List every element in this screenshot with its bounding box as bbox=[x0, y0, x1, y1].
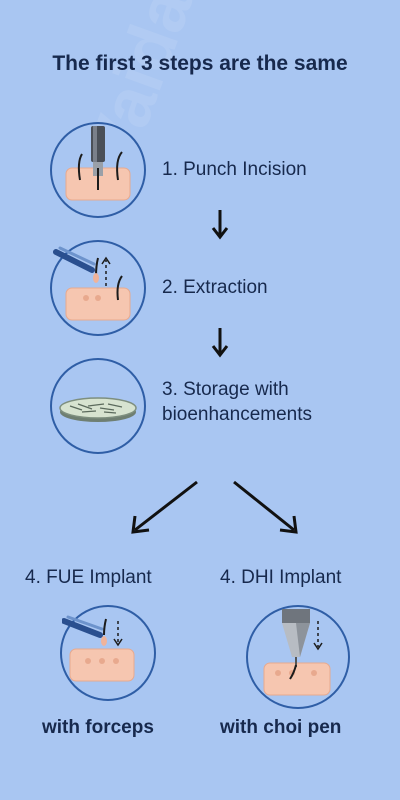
dhi-choi-pen-illustration bbox=[246, 605, 350, 709]
fue-implant-subtitle: with forceps bbox=[42, 717, 154, 738]
arrow-to-dhi bbox=[233, 480, 298, 534]
step-2-label: 2. Extraction bbox=[162, 277, 268, 298]
arrow-down-2 bbox=[211, 328, 229, 358]
dhi-implant-subtitle: with choi pen bbox=[220, 717, 342, 738]
page-title: The first 3 steps are the same bbox=[52, 52, 348, 75]
punch-incision-illustration bbox=[50, 122, 146, 218]
storage-dish-illustration bbox=[50, 358, 146, 454]
fue-implant-title: 4. FUE Implant bbox=[25, 567, 152, 588]
dhi-implant-title: 4. DHI Implant bbox=[220, 567, 342, 588]
fue-forceps-illustration bbox=[60, 605, 156, 701]
step-1-label: 1. Punch Incision bbox=[162, 159, 307, 180]
extraction-illustration bbox=[50, 240, 146, 336]
arrow-to-fue bbox=[131, 480, 198, 534]
step-3-label: 3. Storage with bioenhancements bbox=[162, 379, 312, 425]
arrow-down-1 bbox=[211, 210, 229, 240]
